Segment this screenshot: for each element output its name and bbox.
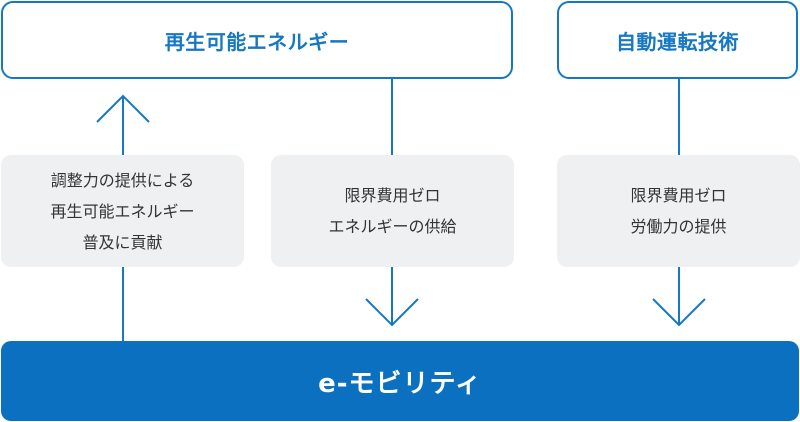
- zero-cost-energy-box: 限界費用ゼロ エネルギーの供給: [271, 155, 514, 267]
- autonomous-driving-label: 自動運転技術: [616, 29, 739, 54]
- zero-labor-line-2: 労働力の提供: [630, 217, 727, 236]
- e-mobility-label: e-モビリティ: [318, 368, 482, 399]
- adjustment-contribution-box: 調整力の提供による 再生可能エネルギー 普及に貢献: [1, 155, 244, 267]
- arrow-down-center: [365, 79, 419, 327]
- adjustment-line-2: 再生可能エネルギー: [50, 201, 195, 221]
- adjustment-line-3: 普及に貢献: [82, 232, 163, 252]
- e-mobility-box: e-モビリティ: [1, 341, 799, 421]
- zero-energy-line-1: 限界費用ゼロ: [344, 186, 441, 205]
- autonomous-driving-box: 自動運転技術: [557, 1, 798, 79]
- arrow-down-right: [652, 79, 706, 327]
- zero-energy-line-2: エネルギーの供給: [328, 217, 457, 236]
- adjustment-line-1: 調整力の提供による: [50, 170, 195, 190]
- renewable-energy-label: 再生可能エネルギー: [164, 29, 350, 54]
- arrow-up-left: [96, 94, 150, 341]
- zero-labor-line-1: 限界費用ゼロ: [630, 186, 727, 205]
- renewable-energy-box: 再生可能エネルギー: [1, 1, 513, 79]
- zero-cost-labor-box: 限界費用ゼロ 労働力の提供: [557, 155, 800, 267]
